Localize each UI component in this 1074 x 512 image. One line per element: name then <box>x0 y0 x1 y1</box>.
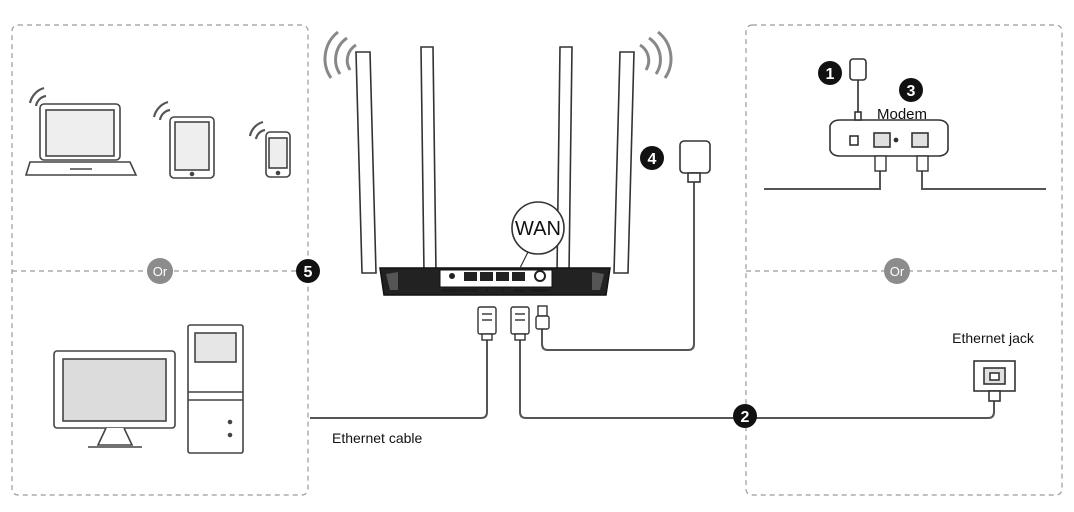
svg-text:5: 5 <box>304 264 313 281</box>
svg-text:1: 1 <box>502 288 505 293</box>
wifi-icon <box>248 120 266 140</box>
ethernet-cable-lines <box>310 80 1046 419</box>
ethernet-cable-label: Ethernet cable <box>332 430 422 446</box>
svg-text:WAN: WAN <box>515 218 561 240</box>
monitor-icon <box>53 350 176 448</box>
svg-text:Or: Or <box>890 264 905 279</box>
step-badge-2: 2 <box>733 404 757 428</box>
ethernet-plug-icon <box>477 306 497 341</box>
svg-text:WAN: WAN <box>514 288 524 293</box>
wan-callout: WAN <box>511 201 565 269</box>
svg-text:3: 3 <box>907 83 916 100</box>
svg-text:Or: Or <box>153 264 168 279</box>
laptop-icon <box>24 103 138 176</box>
signal-icon <box>323 30 357 79</box>
modem-power-adapter-icon <box>849 58 867 121</box>
router-antennas <box>355 46 635 274</box>
svg-text:4: 4 <box>648 151 657 168</box>
modem-label: Modem <box>877 106 927 123</box>
svg-text:2: 2 <box>486 288 489 293</box>
step-badge-1: 1 <box>818 61 842 85</box>
svg-text:IPTV/3: IPTV/3 <box>463 288 477 293</box>
pc-tower-icon <box>187 324 244 454</box>
ethernet-plug-icon <box>510 306 530 341</box>
ethernet-jack-label: Ethernet jack <box>952 330 1035 346</box>
step-badge-5: 5 <box>296 259 320 283</box>
svg-text:1: 1 <box>826 66 835 83</box>
modem-icon <box>829 119 949 157</box>
wifi-icon <box>152 100 171 121</box>
svg-text:POWER: POWER <box>531 288 549 293</box>
svg-text:WPS/RST: WPS/RST <box>442 288 463 293</box>
ethernet-plug-icon <box>874 155 887 172</box>
ethernet-jack-icon <box>973 360 1016 402</box>
signal-icon <box>639 30 673 79</box>
router-icon <box>379 267 611 296</box>
or-badge-right: Or <box>884 258 910 284</box>
step-badge-3: 3 <box>899 78 923 102</box>
step-badge-4: 4 <box>640 146 664 170</box>
wifi-icon <box>28 86 47 107</box>
power-adapter-icon <box>679 140 711 183</box>
power-plug-icon <box>535 305 550 330</box>
router-port-labels: WPS/RST IPTV/3 2 1 WAN POWER <box>442 288 550 293</box>
or-badge-left: Or <box>147 258 173 284</box>
tablet-icon <box>169 116 215 179</box>
svg-text:2: 2 <box>741 409 750 426</box>
phone-icon <box>265 131 291 178</box>
ethernet-plug-icon <box>916 155 929 172</box>
